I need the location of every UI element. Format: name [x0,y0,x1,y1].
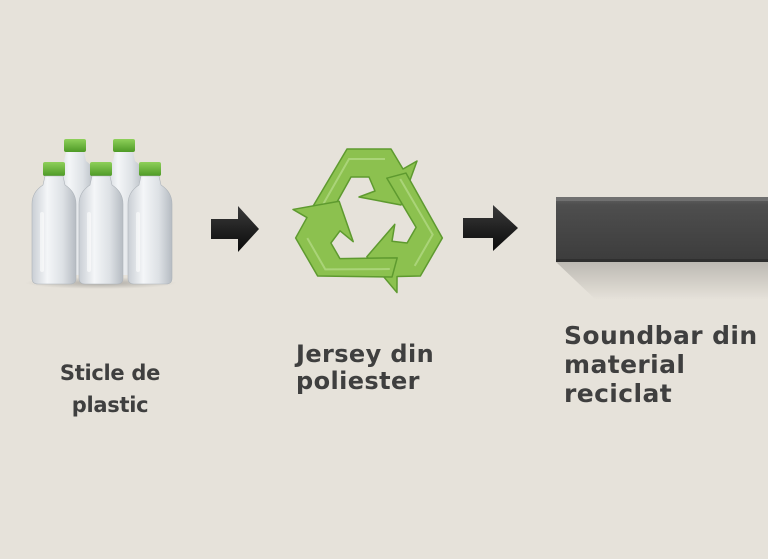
soundbar-icon [556,197,768,300]
right-arrow-icon [463,205,518,251]
plastic-bottles-icon [25,139,177,289]
step-label-polyester-jersey: Jersey din poliester [296,340,435,395]
right-arrow-icon [211,206,259,252]
step-label-plastic-bottles: Sticle de plastic [59,361,161,417]
step-label-recycled-soundbar: Soundbar din material reciclat [564,321,758,408]
recycle-icon [281,148,463,310]
